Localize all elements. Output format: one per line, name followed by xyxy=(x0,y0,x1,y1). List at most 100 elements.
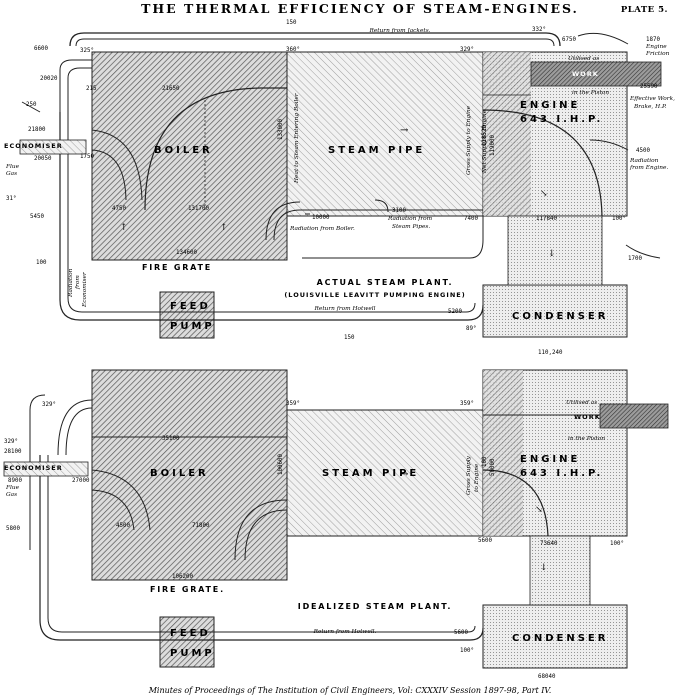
value-label: 325° xyxy=(80,48,94,54)
value-label: 28100 xyxy=(4,449,22,455)
radiation-engine-label-2: from Engine. xyxy=(629,165,668,171)
svg-text:↑: ↑ xyxy=(120,223,128,233)
ideal-in-piston-label: in the Piston xyxy=(568,436,605,442)
radiation-boiler-label: Radiation from Boiler. xyxy=(289,226,355,232)
work-label: WORK xyxy=(572,70,599,78)
value-label: 250 xyxy=(26,102,37,108)
plant-subtitle: (LOUISVILLE LEAVITT PUMPING ENGINE) xyxy=(284,291,465,299)
value-label: 4750 xyxy=(112,206,126,212)
actual-plant: → ↓ ↘ ↑ ↑ xyxy=(19,32,662,339)
ideal-steam-pipe-label: STEAM PIPE xyxy=(322,468,419,479)
value-label: 35100 xyxy=(162,436,180,442)
ideal-flue-gas-label-1: Flue xyxy=(5,485,20,491)
value-label: 31° xyxy=(6,196,16,202)
svg-text:↓: ↓ xyxy=(540,563,548,573)
boiler-block xyxy=(91,51,288,261)
value-label: 10000 xyxy=(312,215,330,221)
ideal-fire-grate-label: FIRE GRATE. xyxy=(150,585,225,594)
value-label: 100° xyxy=(610,541,624,547)
value-label: 89° xyxy=(466,326,476,332)
value-label: 27000 xyxy=(72,478,90,484)
boiler-label: BOILER xyxy=(154,145,213,156)
value-label: 4500 xyxy=(116,523,130,529)
rad-econ-label-2: from xyxy=(75,275,81,290)
pump-label: PUMP xyxy=(170,321,215,332)
ideal-condenser-block xyxy=(482,604,628,669)
radiation-engine-arrow xyxy=(589,139,629,151)
economiser-block xyxy=(19,139,87,155)
value-label: 359° xyxy=(286,401,300,407)
value-label: 21650 xyxy=(162,86,180,92)
net-supply-label: Net Supply to Engine xyxy=(482,109,488,174)
value-label: 5600 xyxy=(478,538,492,544)
ideal-flue-gas-label-2: Gas xyxy=(6,492,17,498)
ideal-boiler-block xyxy=(91,369,288,581)
value-label: 20020 xyxy=(40,76,58,82)
value-label: 5600 xyxy=(454,630,468,636)
engine-ihp-label: 643 I.H.P. xyxy=(520,114,603,125)
value-label: 73640 xyxy=(540,541,558,547)
value-label: 20050 xyxy=(34,156,52,162)
ideal-condenser-label: CONDENSER xyxy=(512,633,608,644)
flue-gas-label-2: Gas xyxy=(6,171,17,177)
value-label: 359° xyxy=(460,401,474,407)
feed-label: FEED xyxy=(170,301,211,312)
ideal-economiser-block xyxy=(3,461,89,477)
value-label: 118520 xyxy=(482,125,488,146)
flue-gas-label-1: Flue xyxy=(5,164,20,170)
work-band xyxy=(530,61,662,87)
fire-grate-label: FIRE GRATE xyxy=(142,263,212,272)
feed-pump-block xyxy=(159,291,215,339)
radiation-pipes-label-2: Steam Pipes. xyxy=(392,224,430,230)
return-hotwell-pipe xyxy=(59,112,484,321)
value-label: 7400 xyxy=(464,216,478,222)
return-jackets-label: Return from Jackets. xyxy=(368,28,430,34)
ideal-plant: → ↓ ↘ xyxy=(3,369,669,669)
value-label: 100600 xyxy=(278,454,284,475)
value-label: 100 xyxy=(482,456,488,467)
footer-citation: Minutes of Proceedings of The Institutio… xyxy=(148,686,552,695)
value-label: 360° xyxy=(286,47,300,53)
ideal-work-label: WORK xyxy=(574,413,601,421)
ideal-return-pipe xyxy=(39,455,484,641)
value-label: 71800 xyxy=(192,523,210,529)
value-label: 25590 xyxy=(640,84,658,90)
diagram-title: THE THERMAL EFFICIENCY OF STEAM-ENGINES. xyxy=(141,1,579,16)
ideal-return-hotwell-label: Return from Hotwell. xyxy=(313,629,377,635)
flow-arrow: → xyxy=(400,125,409,136)
ideal-engine-label: ENGINE xyxy=(520,454,580,465)
value-label: 68040 xyxy=(538,674,556,680)
svg-text:↑: ↑ xyxy=(220,223,228,233)
value-label: 150 xyxy=(344,335,355,341)
ideal-engine-ihp-label: 643 I.H.P. xyxy=(520,468,603,479)
value-label: 1700 xyxy=(628,256,642,262)
ideal-net-supply-label: to Engine xyxy=(474,463,480,492)
ideal-economiser-label: ECONOMISER xyxy=(4,464,63,472)
utilised-label: Utilised as xyxy=(568,56,599,62)
effective-work-label-1: Effective Work, xyxy=(629,96,675,102)
ideal-plant-title: IDEALIZED STEAM PLANT. xyxy=(298,602,452,611)
friction-arrow xyxy=(577,32,629,45)
rad-econ-label-3: Economiser xyxy=(82,271,88,308)
value-label: 3100 xyxy=(392,208,406,214)
value-label: 150 xyxy=(286,20,297,26)
engine-friction-label-1: Engine xyxy=(645,44,667,50)
ideal-work-band xyxy=(599,403,669,429)
in-piston-label: in the Piston xyxy=(572,90,609,96)
value-label: 8900 xyxy=(8,478,22,484)
svg-text:↓: ↓ xyxy=(548,249,556,259)
plant-title: ACTUAL STEAM PLANT. xyxy=(317,278,454,287)
return-jackets-pipe xyxy=(69,32,561,47)
value-label: 215 xyxy=(86,86,97,92)
value-label: 4500 xyxy=(636,148,650,154)
engine-label: ENGINE xyxy=(520,100,580,111)
value-label: 50000 xyxy=(490,458,496,476)
svg-text:→: → xyxy=(400,469,409,480)
steam-pipe-block xyxy=(286,51,484,217)
value-label: 133000 xyxy=(278,119,284,140)
gross-supply-label: Gross Supply to Engine xyxy=(466,105,472,175)
value-label: 5800 xyxy=(6,526,20,532)
value-label: 5450 xyxy=(30,214,44,220)
ideal-feed-label: FEED xyxy=(170,628,211,639)
